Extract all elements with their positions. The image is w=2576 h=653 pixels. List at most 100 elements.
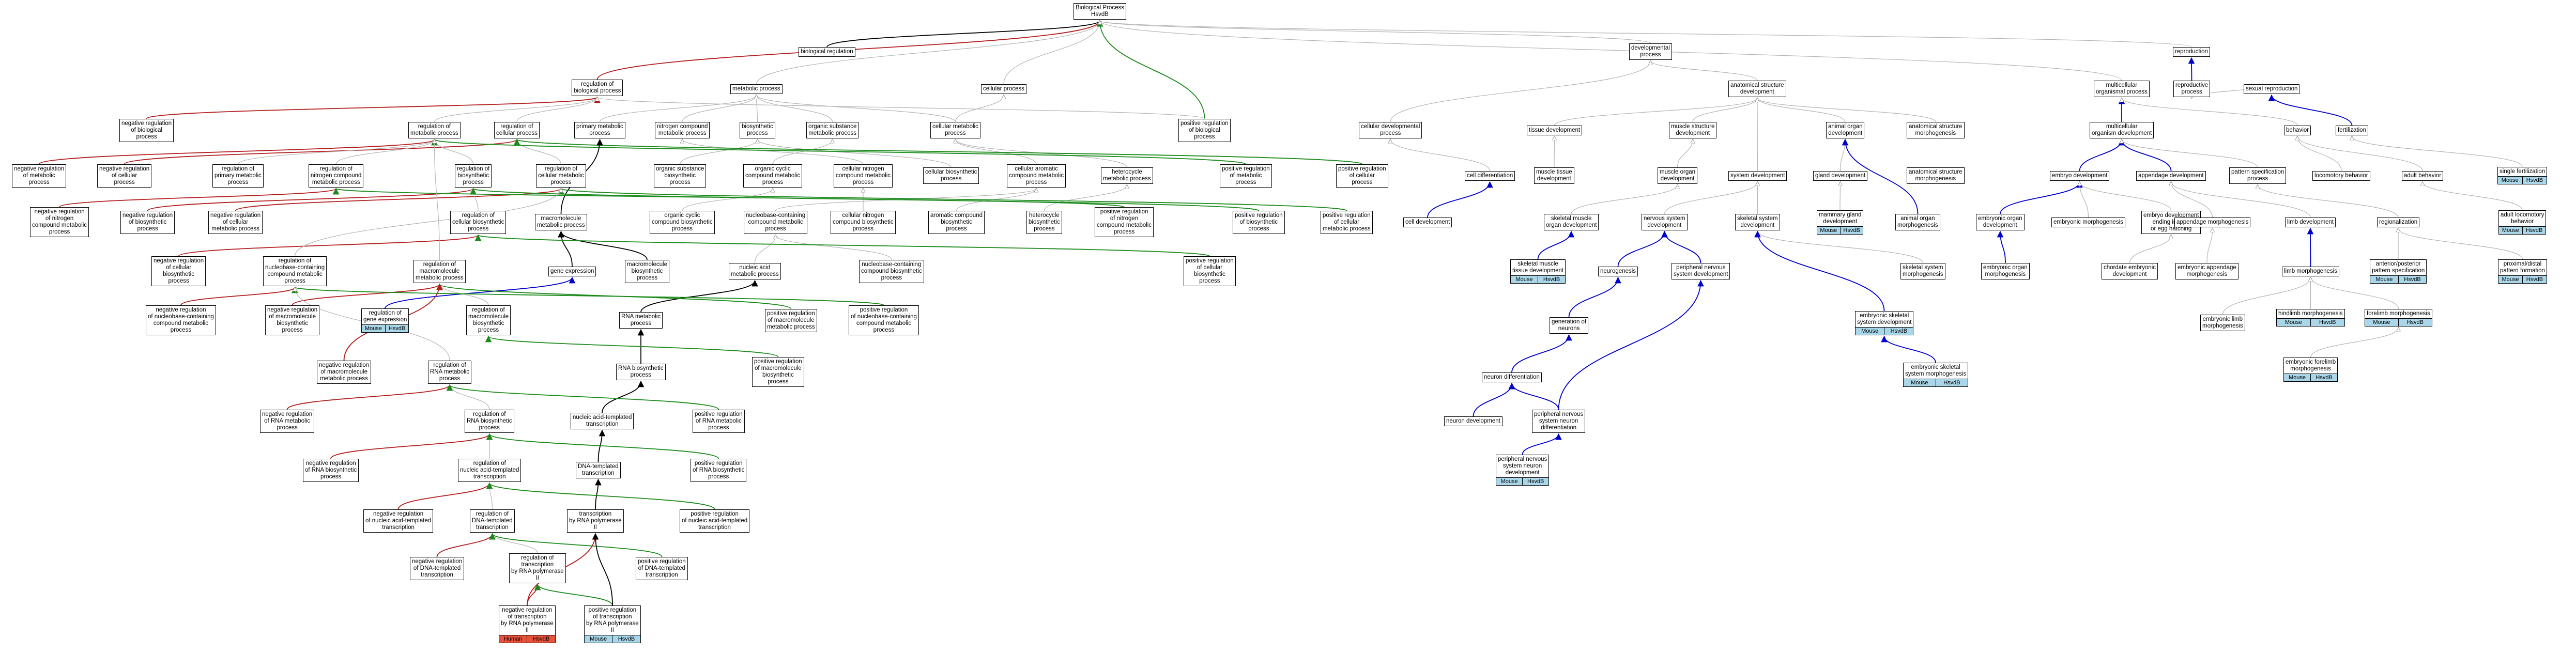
node-regbio[interactable]: regulation of biological process [572,80,623,96]
node-posregbio[interactable]: positive regulation of biological proces… [1178,119,1231,142]
node-posregcellmet[interactable]: positive regulation of cellular metaboli… [1321,211,1373,234]
node-embryomorph[interactable]: embryonic morphogenesis [2051,217,2125,227]
node-posregtxpol2[interactable]: positive regulation of transcription by … [584,605,641,643]
node-neurondiff[interactable]: neuron differentiation [1482,372,1542,382]
node-posregbiosyn[interactable]: positive regulation of biosynthetic proc… [1233,211,1285,234]
node-patternspec[interactable]: pattern specification process [2229,167,2287,184]
node-negregmet[interactable]: negative regulation of metabolic process [12,164,67,188]
node-behavior[interactable]: behavior [2284,126,2311,135]
node-appdev[interactable]: appendage development [2136,171,2206,181]
node-multorgdev[interactable]: multicellular organism development [2090,122,2154,138]
node-cellbiosyn[interactable]: cellular biosynthetic process [923,167,979,184]
node-root[interactable]: Biological Process HsvdB [1074,3,1126,20]
node-negregrnabio[interactable]: negative regulation of RNA biosynthetic … [303,459,359,482]
node-nervsys[interactable]: nervous system development [1642,214,1688,230]
node-posregnucleo[interactable]: positive regulation of nucleobase-contai… [849,305,919,335]
node-negregcellmet[interactable]: negative regulation of cellular metaboli… [208,211,263,234]
node-embryoapp[interactable]: embryonic appendage morphogenesis [2175,263,2238,279]
node-posregmacrobio[interactable]: positive regulation of macromolecule bio… [752,357,804,387]
node-skelmorph[interactable]: skeletal system morphogenesis [1900,263,1945,279]
badge-mouse[interactable]: Mouse [1515,276,1533,283]
node-negregnucacidtx[interactable]: negative regulation of nucleic acid-temp… [363,509,434,533]
node-cellnitro[interactable]: cellular nitrogen compound metabolic pro… [834,164,893,188]
node-nitro[interactable]: nitrogen compound metabolic process [655,122,710,138]
node-multidev[interactable]: multicellular organismal process [2094,81,2150,97]
badge-hsvdb[interactable]: HsvdB [527,635,555,643]
node-limbdev[interactable]: limb development [2285,217,2336,227]
node-animalorganmorph[interactable]: animal organ morphogenesis [1895,214,1940,230]
node-celldevproc[interactable]: cellular developmental process [1359,122,1422,138]
node-animalorgan[interactable]: animal organ development [1826,122,1865,138]
node-negregtxpol2[interactable]: negative regulation of transcription by … [499,605,556,643]
node-rnabio[interactable]: RNA biosynthetic process [616,364,666,380]
node-cellarom[interactable]: cellular aromatic compound metabolic pro… [1007,164,1066,188]
node-orgcycbio[interactable]: organic cyclic compound biosynthetic pro… [650,211,715,234]
node-macromet[interactable]: macromolecule metabolic process [535,214,587,230]
node-biosyn[interactable]: biosynthetic process [740,122,775,138]
node-regdnatx[interactable]: regulation of DNA-templated transcriptio… [470,509,515,533]
badge-hsvdb[interactable]: HsvdB [2522,227,2546,234]
node-negregcell[interactable]: negative regulation of cellular process [97,164,152,188]
node-regcell[interactable]: regulation of cellular process [494,122,540,138]
badge-mouse[interactable]: Mouse [364,325,382,332]
node-nucacidtx[interactable]: nucleic acid-templated transcription [571,413,634,429]
badge-hsvdb[interactable]: HsvdB [2310,374,2337,381]
node-fertilization[interactable]: fertilization [2336,126,2368,135]
node-posregdnatx[interactable]: positive regulation of DNA-templated tra… [636,557,688,580]
node-hetero[interactable]: heterocycle metabolic process [1101,167,1153,184]
node-negregrnamet[interactable]: negative regulation of RNA metabolic pro… [260,410,315,433]
node-perinervneurondev[interactable]: peripheral nervous system neuron develop… [1496,455,1550,486]
node-perinervneuron[interactable]: peripheral nervous system neuron differe… [1532,410,1586,433]
node-muscleorgan[interactable]: muscle organ development [1658,167,1698,184]
node-regmacrobio[interactable]: regulation of macromolecule biosynthetic… [466,305,511,335]
node-neurondev[interactable]: neuron development [1444,416,1502,426]
node-geneexp[interactable]: gene expression [548,267,596,276]
node-negregmacromet[interactable]: negative regulation of macromolecule met… [317,361,372,384]
badge-mouse[interactable]: Mouse [590,636,607,642]
node-adultbeh[interactable]: adult behavior [2402,171,2444,181]
node-aromcomp[interactable]: aromatic compound biosynthetic process [928,211,985,234]
badge-mouse[interactable]: Mouse [1911,380,1928,386]
node-regtxpol2[interactable]: regulation of transcription by RNA polym… [509,553,566,583]
node-regnucacidtx[interactable]: regulation of nucleic acid-templated tra… [458,459,522,482]
node-anatmorph[interactable]: anatomical structure morphogenesis [1907,122,1965,138]
node-glanddev[interactable]: gland development [1813,171,1868,181]
node-regmacromet[interactable]: regulation of macromolecule metabolic pr… [413,260,466,283]
badge-human[interactable]: Human [503,636,523,642]
node-perinervsys[interactable]: peripheral nervous system development [1672,263,1730,279]
badge-mouse[interactable]: Mouse [2284,319,2302,325]
node-posregnucacidtx[interactable]: positive regulation of nucleic acid-temp… [680,509,750,533]
node-negregnitro[interactable]: negative regulation of nitrogen compound… [30,207,89,237]
node-regnitro[interactable]: regulation of nitrogen compound metaboli… [309,164,364,188]
node-sysdev[interactable]: system development [1728,171,1787,181]
node-negregbio[interactable]: negative regulation of biological proces… [119,119,174,142]
node-nucleobasebio[interactable]: nucleobase-containing compound biosynthe… [859,260,924,283]
node-cellnitrobio[interactable]: cellular nitrogen compound biosynthetic … [831,211,896,234]
badge-hsvdb[interactable]: HsvdB [2310,319,2344,326]
node-regprim[interactable]: regulation of primary metabolic process [212,164,264,188]
node-embryoorgandev[interactable]: embryonic organ development [1976,214,2025,230]
node-limbmorph[interactable]: limb morphogenesis [2282,267,2339,276]
node-negregnucleo[interactable]: negative regulation of nucleobase-contai… [146,305,216,335]
badge-mouse[interactable]: Mouse [2501,177,2519,183]
node-posregrnamet[interactable]: positive regulation of RNA metabolic pro… [693,410,745,433]
badge-hsvdb[interactable]: HsvdB [1884,328,1913,335]
node-appmorph[interactable]: appendage morphogenesis [2174,217,2251,227]
badge-mouse[interactable]: Mouse [2502,276,2519,283]
badge-hsvdb[interactable]: HsvdB [1522,478,1548,485]
node-rnamet[interactable]: RNA metabolic process [619,312,663,329]
badge-mouse[interactable]: Mouse [2502,227,2519,234]
badge-mouse[interactable]: Mouse [2373,319,2390,325]
node-negregcellbio[interactable]: negative regulation of cellular biosynth… [151,256,206,286]
node-celldiff[interactable]: cell differentiation [1465,171,1515,181]
node-primmet[interactable]: primary metabolic process [574,122,625,138]
badge-mouse[interactable]: Mouse [1500,478,1518,485]
badge-hsvdb[interactable]: HsvdB [1935,379,1968,386]
node-locobeh[interactable]: locomotory behavior [2312,171,2370,181]
node-anatstructmorph[interactable]: anatomical structure morphogenesis [1907,167,1965,184]
